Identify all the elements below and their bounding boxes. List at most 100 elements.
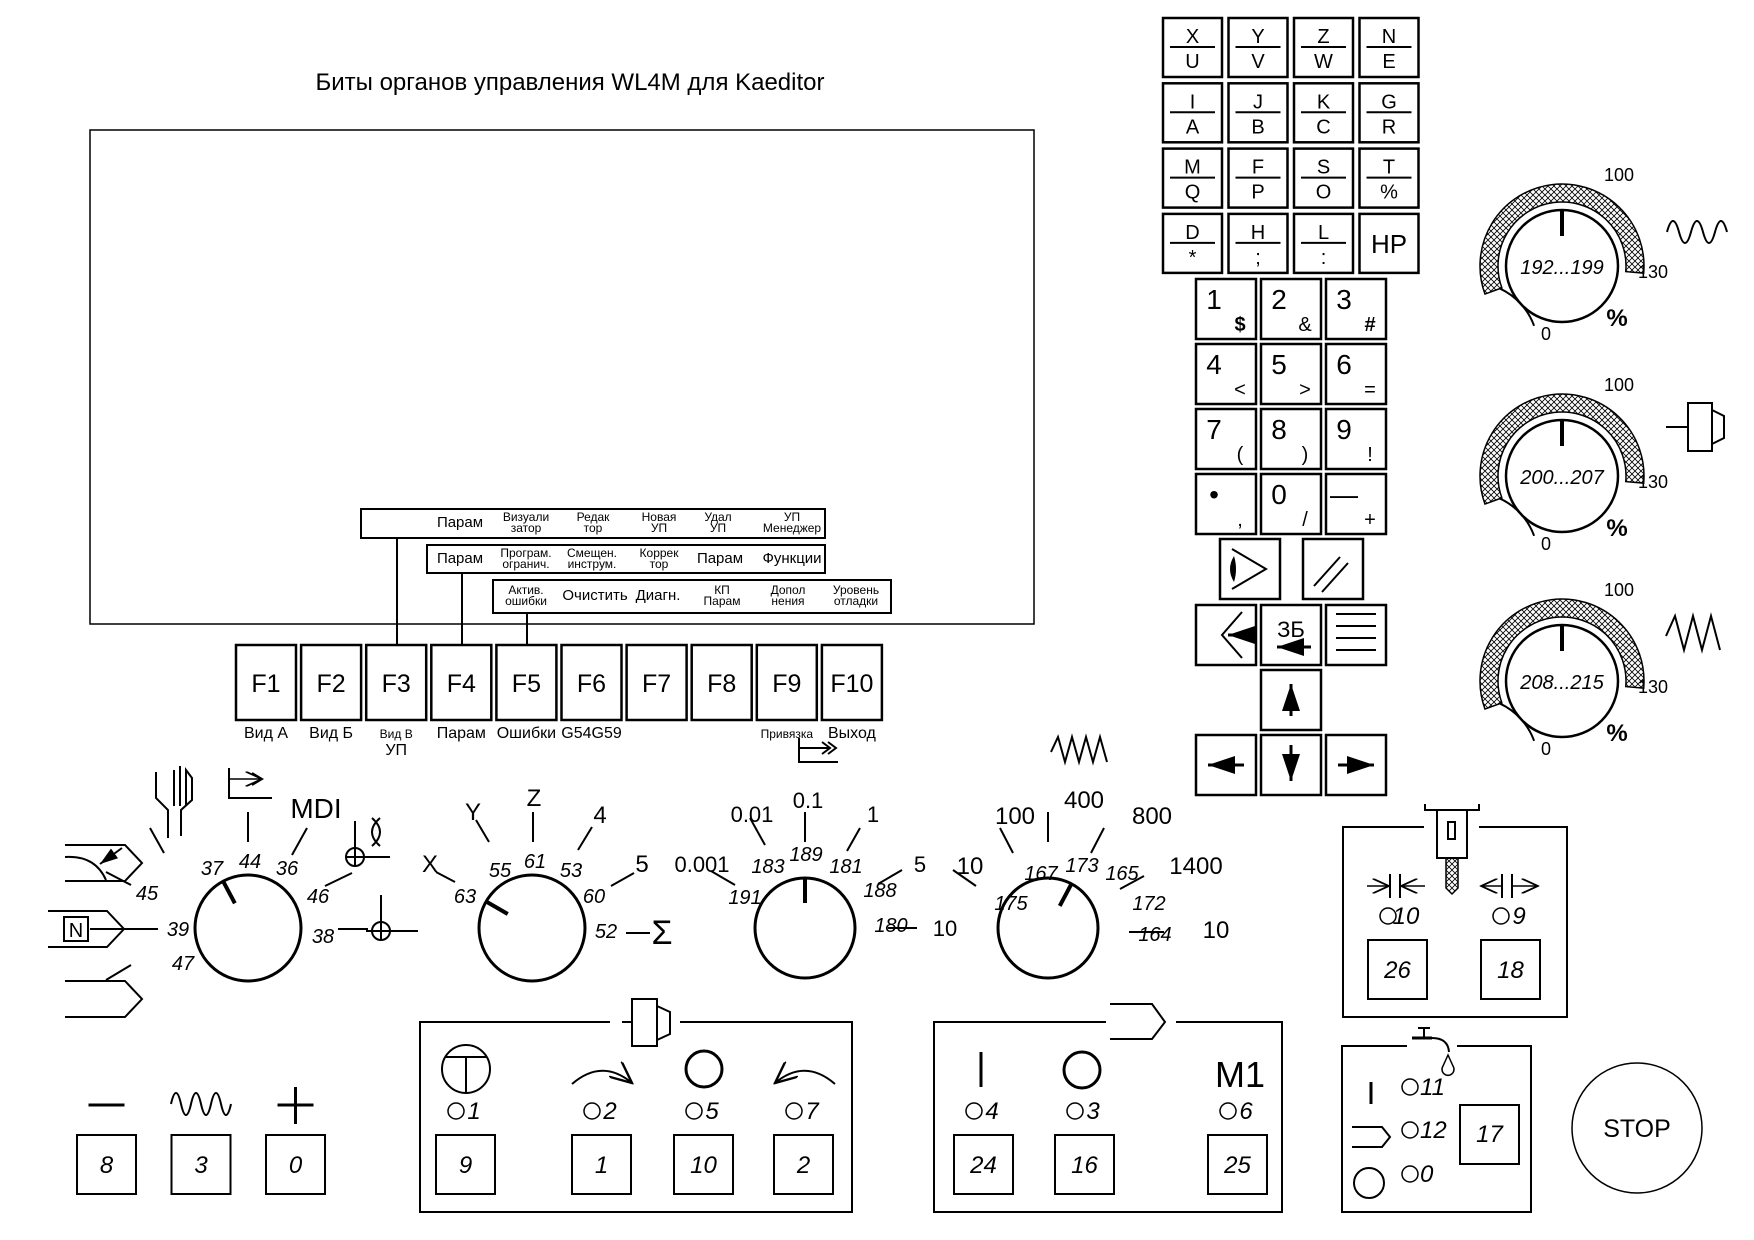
fkey-body[interactable] (234, 643, 298, 722)
numeric-key-3[interactable]: 4< (1194, 342, 1258, 406)
fkey-body[interactable] (560, 643, 623, 722)
address-key-y[interactable]: YV (1227, 16, 1289, 79)
program-button-25[interactable]: 625 (1207, 1098, 1268, 1195)
view-key[interactable] (1218, 537, 1282, 601)
program-button-16[interactable]: 316 (1054, 1098, 1115, 1195)
address-key-j[interactable]: JB (1227, 82, 1289, 144)
fkey-body[interactable] (430, 643, 493, 722)
key-body[interactable] (1259, 342, 1323, 406)
address-key-t[interactable]: T% (1358, 147, 1420, 209)
numeric-key-4[interactable]: 5> (1259, 342, 1323, 406)
key-body[interactable] (1324, 407, 1388, 471)
coolant-button-17[interactable]: 17 (1459, 1104, 1520, 1165)
program-button-24[interactable]: 424 (953, 1098, 1014, 1195)
fkey-body[interactable] (690, 643, 753, 722)
address-key-m[interactable]: MQ (1161, 147, 1224, 209)
delete-key[interactable] (1194, 603, 1258, 667)
knob-body[interactable] (477, 873, 587, 983)
button-body[interactable] (1459, 1104, 1520, 1165)
address-key-g[interactable]: GR (1358, 82, 1420, 144)
key-body[interactable] (1194, 472, 1258, 536)
spindle-button-1[interactable]: 21 (571, 1098, 632, 1195)
fkey-body[interactable] (495, 643, 558, 722)
key-body[interactable] (1259, 407, 1323, 471)
cursor-down-key[interactable] (1259, 733, 1323, 797)
fkey-body[interactable] (299, 643, 363, 722)
fkey-f8[interactable]: F8 (690, 643, 753, 722)
numeric-key-9[interactable]: •, (1194, 472, 1258, 536)
jog-button-8[interactable]: 8 (76, 1103, 137, 1195)
fkey-body[interactable] (755, 643, 819, 722)
address-key-hp[interactable]: HP (1358, 212, 1420, 275)
address-key-x[interactable]: XU (1161, 16, 1224, 79)
address-key-i[interactable]: IA (1161, 82, 1224, 144)
key-body[interactable] (1194, 277, 1258, 341)
cursor-right-key[interactable] (1324, 733, 1388, 797)
address-key-n[interactable]: NE (1358, 16, 1420, 79)
reset-key[interactable] (1301, 537, 1365, 601)
key-body[interactable] (1194, 407, 1258, 471)
button-body[interactable] (265, 1134, 326, 1195)
button-body[interactable] (773, 1134, 834, 1195)
cursor-left-key[interactable] (1194, 733, 1258, 797)
tool-button-18[interactable]: 918 (1480, 903, 1541, 1000)
button-body[interactable] (953, 1134, 1014, 1195)
key-body[interactable] (1324, 472, 1388, 536)
address-key-l[interactable]: L: (1292, 212, 1355, 275)
key-body[interactable] (1324, 277, 1388, 341)
button-body[interactable] (1054, 1134, 1115, 1195)
button-body[interactable] (673, 1134, 734, 1195)
list-key[interactable] (1324, 603, 1388, 667)
emergency-stop-button[interactable]: STOP (1571, 1062, 1703, 1194)
address-key-d[interactable]: D* (1161, 212, 1224, 275)
numeric-key-0[interactable]: 1$ (1194, 277, 1258, 341)
numeric-key-11[interactable]: —+ (1324, 472, 1388, 536)
fkey-body[interactable] (364, 643, 428, 722)
spindle-button-9[interactable]: 19 (435, 1098, 496, 1195)
backspace-key[interactable]: ЗБ (1259, 603, 1323, 667)
button-body[interactable] (1367, 939, 1428, 1000)
button-body[interactable] (1480, 939, 1541, 1000)
key-body[interactable] (1259, 277, 1323, 341)
jog-button-0[interactable]: 0 (265, 1087, 326, 1195)
numeric-key-6[interactable]: 7( (1194, 407, 1258, 471)
key-body[interactable] (1358, 212, 1420, 275)
cursor-up-key[interactable] (1259, 668, 1323, 732)
numeric-key-8[interactable]: 9! (1324, 407, 1388, 471)
button-body[interactable] (1207, 1134, 1268, 1195)
address-key-f[interactable]: FP (1227, 147, 1289, 209)
button-body[interactable] (170, 1134, 232, 1195)
button-body[interactable] (76, 1134, 137, 1195)
numeric-key-2[interactable]: 3# (1324, 277, 1388, 341)
fkey-body[interactable] (820, 643, 884, 722)
address-key-z[interactable]: ZW (1292, 16, 1355, 79)
knob-body[interactable] (193, 873, 303, 983)
key-body[interactable] (1194, 342, 1258, 406)
fkey-body[interactable] (625, 643, 688, 722)
numeric-key-5[interactable]: 6= (1324, 342, 1388, 406)
numeric-key-1[interactable]: 2& (1259, 277, 1323, 341)
address-key-s[interactable]: SO (1292, 147, 1355, 209)
jog-button-3[interactable]: 3 (170, 1092, 232, 1195)
numeric-key-10[interactable]: 0/ (1259, 472, 1323, 536)
knob-body[interactable] (996, 876, 1100, 980)
button-body[interactable] (435, 1134, 496, 1195)
key-body[interactable] (1259, 472, 1323, 536)
button-body[interactable] (571, 1134, 632, 1195)
